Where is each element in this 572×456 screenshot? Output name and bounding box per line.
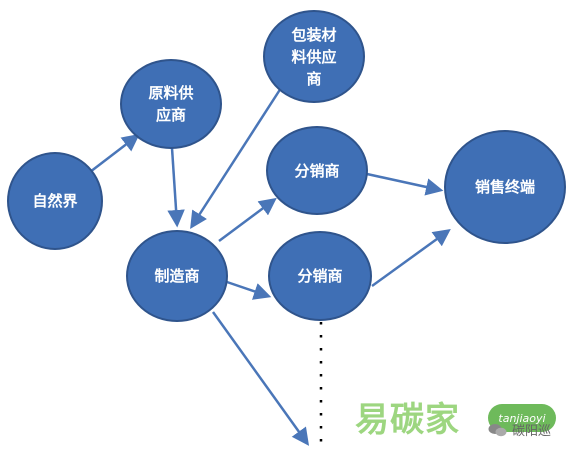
node-retail-terminal: 销售终端 (444, 130, 566, 244)
node-nature: 自然界 (7, 152, 103, 250)
arrow-manufacturer-down (211, 311, 310, 446)
node-manufacturer: 制造商 (126, 230, 228, 322)
node-nature-label: 自然界 (32, 192, 78, 210)
watermark-account-name: 碳阳巡 (512, 424, 552, 439)
node-distributor-1: 分销商 (266, 126, 368, 215)
arrow-packaging-to-manufacturer (190, 87, 283, 229)
arrow-distributor-1-to-retail (366, 172, 444, 196)
node-packaging-supplier: 包装材 料供应 商 (263, 10, 365, 103)
arrow-manufacturer-to-distributor-2 (223, 279, 272, 300)
node-retail-terminal-label: 销售终端 (474, 178, 535, 196)
watermark-brand: 易碳家 (355, 400, 460, 440)
node-distributor-2: 分销商 (268, 231, 372, 321)
arrow-manufacturer-to-distributor-1 (218, 197, 277, 243)
node-raw-supplier: 原料供 应商 (120, 59, 222, 149)
arrow-nature-to-raw-supplier (89, 133, 140, 173)
arrow-raw-supplier-to-manufacturer (167, 147, 185, 228)
node-raw-supplier-label: 原料供 应商 (148, 84, 194, 124)
node-packaging-supplier-label: 包装材 料供应 商 (291, 25, 337, 88)
node-manufacturer-label: 制造商 (154, 267, 200, 285)
arrow-distributor-2-to-retail (371, 228, 451, 288)
node-distributor-2-label: 分销商 (297, 267, 343, 285)
wechat-icon (488, 424, 507, 437)
node-distributor-1-label: 分销商 (294, 161, 340, 180)
